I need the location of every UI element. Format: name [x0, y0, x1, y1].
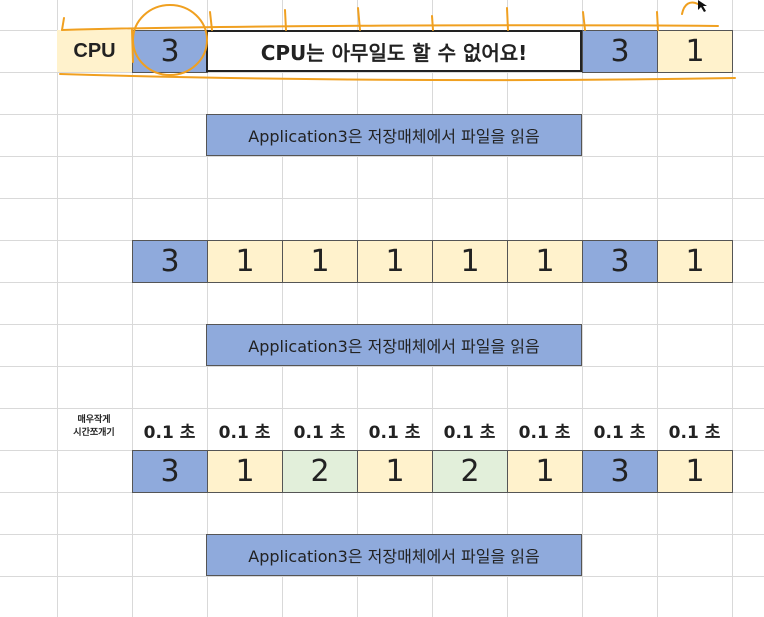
- row3-cell-4[interactable]: 1: [357, 450, 433, 493]
- cpu-first-cell[interactable]: 3: [132, 30, 208, 73]
- time-slicing-label[interactable]: 매우작게 시간쪼개기: [55, 414, 133, 440]
- row2-cell-7[interactable]: 3: [582, 240, 658, 283]
- cpu-idle-message[interactable]: CPU는 아무일도 할 수 없어요!: [206, 30, 582, 72]
- time-label-6[interactable]: 0.1 초: [518, 422, 571, 443]
- time-label-8[interactable]: 0.1 초: [668, 422, 721, 443]
- row2-cell-6[interactable]: 1: [507, 240, 583, 283]
- cpu-tail-cell-2[interactable]: 1: [657, 30, 733, 73]
- row3-cell-3[interactable]: 2: [282, 450, 358, 493]
- time-label-5[interactable]: 0.1 초: [443, 422, 496, 443]
- row2-cell-8[interactable]: 1: [657, 240, 733, 283]
- row3-cell-7[interactable]: 3: [582, 450, 658, 493]
- time-slicing-label-line-1: 매우작게: [77, 415, 111, 425]
- row3-cell-6[interactable]: 1: [507, 450, 583, 493]
- row2-cell-3[interactable]: 1: [282, 240, 358, 283]
- row3-cell-5[interactable]: 2: [432, 450, 508, 493]
- app-read-message-3[interactable]: Application3은 저장매체에서 파일을 읽음: [206, 534, 582, 576]
- row3-cell-2[interactable]: 1: [207, 450, 283, 493]
- time-slicing-label-line-2: 시간쪼개기: [73, 428, 115, 438]
- time-label-3[interactable]: 0.1 초: [293, 422, 346, 443]
- time-label-7[interactable]: 0.1 초: [593, 422, 646, 443]
- time-label-2[interactable]: 0.1 초: [218, 422, 271, 443]
- app-read-message-1[interactable]: Application3은 저장매체에서 파일을 읽음: [206, 114, 582, 156]
- app-read-message-2[interactable]: Application3은 저장매체에서 파일을 읽음: [206, 324, 582, 366]
- row3-cell-1[interactable]: 3: [132, 450, 208, 493]
- row2-cell-4[interactable]: 1: [357, 240, 433, 283]
- time-label-1[interactable]: 0.1 초: [143, 422, 196, 443]
- row2-cell-2[interactable]: 1: [207, 240, 283, 283]
- row2-cell-5[interactable]: 1: [432, 240, 508, 283]
- row3-cell-8[interactable]: 1: [657, 450, 733, 493]
- cpu-label[interactable]: CPU: [57, 30, 132, 72]
- row2-cell-1[interactable]: 3: [132, 240, 208, 283]
- time-label-4[interactable]: 0.1 초: [368, 422, 421, 443]
- cpu-tail-cell-1[interactable]: 3: [582, 30, 658, 73]
